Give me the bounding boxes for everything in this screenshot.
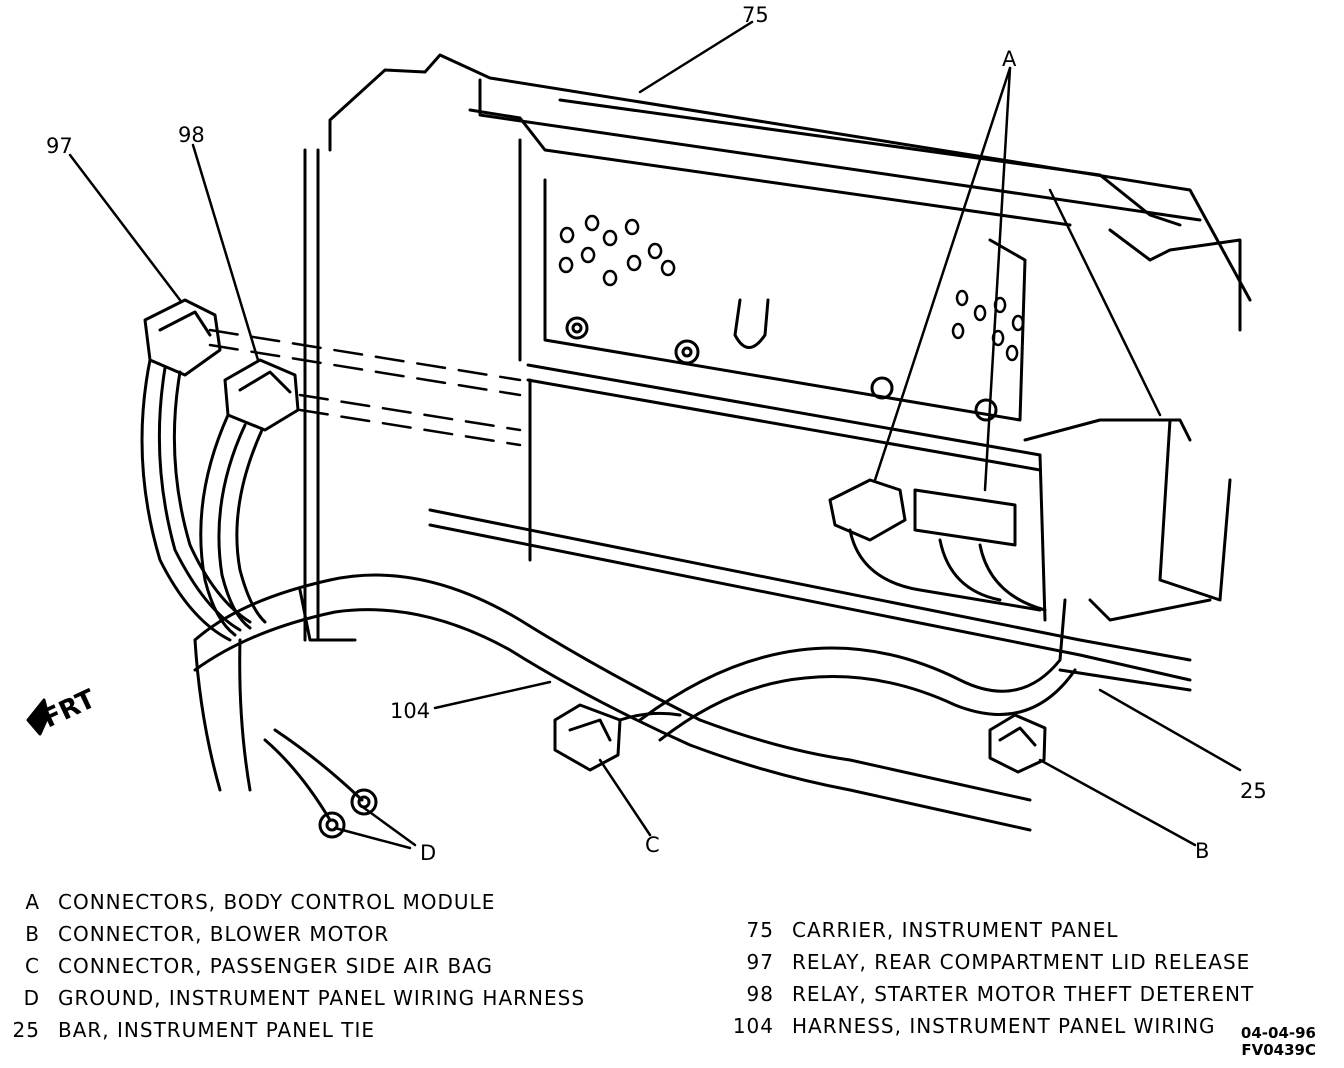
legend-row: 98 RELAY, STARTER MOTOR THEFT DETERENT xyxy=(728,978,1254,1010)
legend-row: C CONNECTOR, PASSENGER SIDE AIR BAG xyxy=(6,950,585,982)
legend-text: CARRIER, INSTRUMENT PANEL xyxy=(792,918,1119,942)
front-direction-arrow xyxy=(26,698,50,736)
legend-key: 75 xyxy=(746,918,774,942)
legend-row: 104 HARNESS, INSTRUMENT PANEL WIRING xyxy=(728,1010,1254,1042)
callout-75: 75 xyxy=(742,3,769,27)
legend-text: RELAY, STARTER MOTOR THEFT DETERENT xyxy=(792,982,1255,1006)
legend-text: RELAY, REAR COMPARTMENT LID RELEASE xyxy=(792,950,1251,974)
relay-97 xyxy=(140,298,252,642)
mounting-nuts xyxy=(565,298,998,422)
legend-row: B CONNECTOR, BLOWER MOTOR xyxy=(6,918,585,950)
legend-left: A CONNECTORS, BODY CONTROL MODULE B CONNEC… xyxy=(6,886,585,1046)
legend-key: D xyxy=(23,986,40,1010)
relay-alignment-lines xyxy=(208,328,522,447)
callout-a: A xyxy=(1002,47,1017,71)
legend-row: 75 CARRIER, INSTRUMENT PANEL xyxy=(728,914,1254,946)
legend-row: 25 BAR, INSTRUMENT PANEL TIE xyxy=(6,1014,585,1046)
tie-bar xyxy=(428,508,1192,692)
legend-text: CONNECTOR, PASSENGER SIDE AIR BAG xyxy=(58,954,494,978)
connector-c xyxy=(553,703,682,772)
legend-text: BAR, INSTRUMENT PANEL TIE xyxy=(58,1018,376,1042)
legend-key: C xyxy=(25,954,40,978)
leader-lines xyxy=(68,20,1242,850)
figure-date: 04-04-96 xyxy=(1240,1024,1316,1042)
wiring-harness-104 xyxy=(193,478,1077,832)
carrier-main-plate xyxy=(303,138,1232,642)
callout-25: 25 xyxy=(1240,779,1267,803)
legend-key: 98 xyxy=(746,982,774,1006)
legend-key: 25 xyxy=(12,1018,40,1042)
legend-right: 75 CARRIER, INSTRUMENT PANEL 97 RELAY, REA… xyxy=(728,914,1254,1042)
callout-97: 97 xyxy=(46,134,73,158)
legend-key: A xyxy=(25,890,40,914)
callout-labels: 75 A 97 98 104 25 C B D FRT xyxy=(38,3,1266,865)
callout-b: B xyxy=(1195,839,1209,863)
legend-text: GROUND, INSTRUMENT PANEL WIRING HARNESS xyxy=(58,986,586,1010)
carrier-top-rail xyxy=(328,53,1252,332)
ground-wires xyxy=(193,638,378,839)
legend-text: CONNECTORS, BODY CONTROL MODULE xyxy=(58,890,496,914)
legend-text: CONNECTOR, BLOWER MOTOR xyxy=(58,922,390,946)
legend-key: 104 xyxy=(732,1014,774,1038)
figure-id: FV0439C xyxy=(1241,1041,1316,1059)
legend-row: 97 RELAY, REAR COMPARTMENT LID RELEASE xyxy=(728,946,1254,978)
callout-104: 104 xyxy=(390,699,430,723)
legend-key: B xyxy=(25,922,40,946)
front-direction-label: FRT xyxy=(38,684,100,734)
instrument-panel-wiring-diagram: 75 A 97 98 104 25 C B D FRT xyxy=(26,3,1267,865)
legend-row: D GROUND, INSTRUMENT PANEL WIRING HARNESS xyxy=(6,982,585,1014)
callout-c: C xyxy=(645,833,660,857)
mounting-holes xyxy=(558,214,1025,362)
connector-b xyxy=(988,713,1047,774)
legend-key: 97 xyxy=(746,950,774,974)
callout-98: 98 xyxy=(178,123,205,147)
legend-text: HARNESS, INSTRUMENT PANEL WIRING xyxy=(792,1014,1216,1038)
callout-d: D xyxy=(420,841,436,865)
legend-row: A CONNECTORS, BODY CONTROL MODULE xyxy=(6,886,585,918)
